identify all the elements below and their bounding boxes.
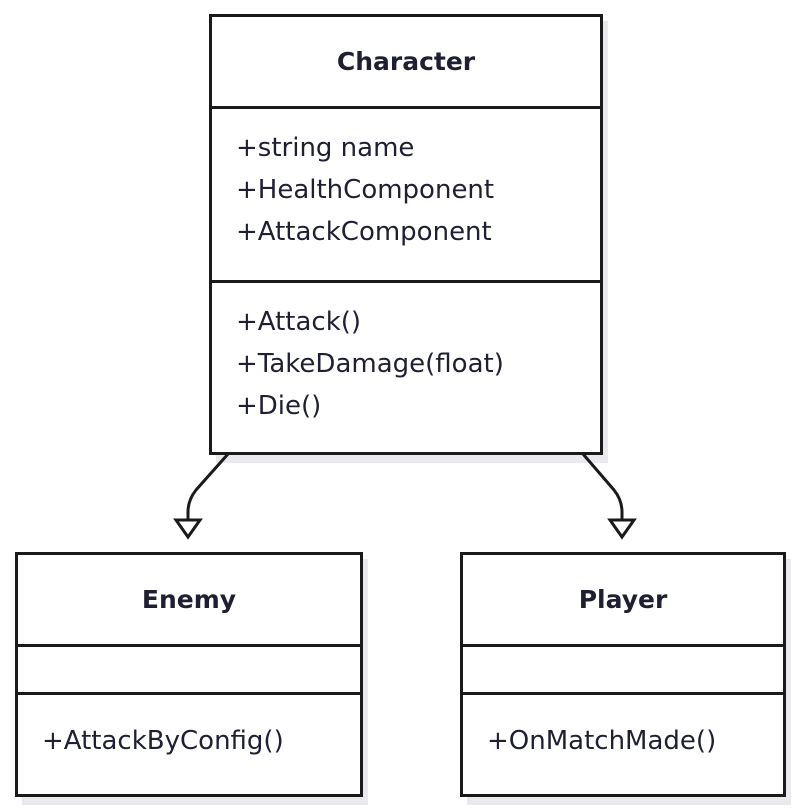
character-attribute: +AttackComponent (236, 217, 492, 247)
character-attributes: +string name +HealthComponent +AttackCom… (212, 109, 600, 283)
character-class-name: Character (212, 17, 600, 109)
enemy-inheritance-arrowhead (173, 518, 203, 540)
character-attribute: +string name (236, 133, 415, 163)
player-attributes (463, 647, 783, 695)
character-method: +Die() (236, 391, 322, 421)
character-attribute: +HealthComponent (236, 175, 495, 205)
enemy-attributes (18, 647, 360, 695)
enemy-methods: +AttackByConfig() (18, 695, 360, 762)
character-methods: +Attack() +TakeDamage(float) +Die() (212, 283, 600, 427)
enemy-class[interactable]: Enemy +AttackByConfig() (15, 552, 363, 797)
character-class[interactable]: Character +string name +HealthComponent … (209, 14, 603, 455)
player-class[interactable]: Player +OnMatchMade() (460, 552, 786, 797)
player-class-name: Player (463, 555, 783, 647)
player-method: +OnMatchMade() (487, 726, 717, 756)
character-method: +TakeDamage(float) (236, 349, 504, 379)
player-inheritance-line (581, 453, 624, 520)
player-methods: +OnMatchMade() (463, 695, 783, 762)
enemy-method: +AttackByConfig() (42, 726, 284, 756)
player-inheritance-arrowhead (607, 518, 637, 540)
enemy-inheritance-line (186, 453, 230, 520)
enemy-class-name: Enemy (18, 555, 360, 647)
character-method: +Attack() (236, 307, 362, 337)
